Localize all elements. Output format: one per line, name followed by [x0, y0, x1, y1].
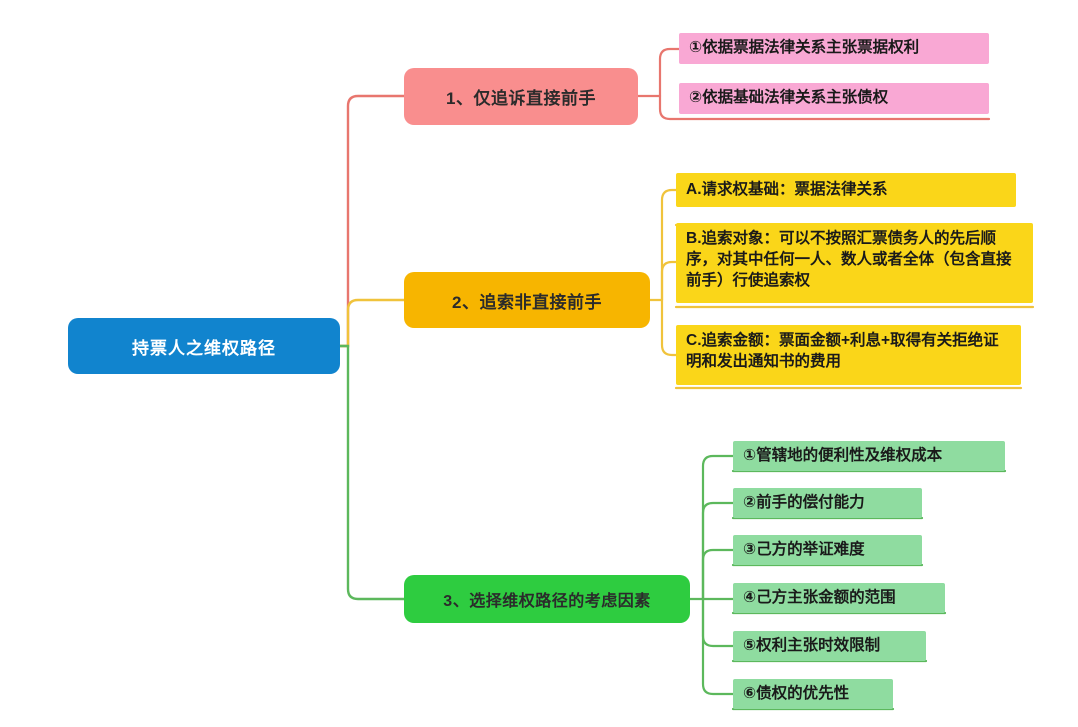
leaf-node-3-2-label: ②前手的偿付能力 — [743, 493, 865, 511]
leaf-node-3-3[interactable]: ③己方的举证难度 — [733, 535, 922, 565]
leaf-node-1-2[interactable]: ②依据基础法律关系主张债权 — [679, 83, 989, 114]
leaf-node-3-5[interactable]: ⑤权利主张时效限制 — [733, 631, 926, 661]
leaf-node-2-1-label: A.请求权基础：票据法律关系 — [686, 180, 888, 198]
leaf-node-3-2[interactable]: ②前手的偿付能力 — [733, 488, 922, 518]
leaf-node-3-3-label: ③己方的举证难度 — [743, 540, 865, 558]
branch-node-2-label: 2、追索非直接前手 — [452, 292, 602, 312]
branch-node-3-label: 3、选择维权路径的考虑因素 — [443, 593, 651, 610]
branch-node-3[interactable]: 3、选择维权路径的考虑因素 — [404, 575, 690, 623]
branch-node-1[interactable]: 1、仅追诉直接前手 — [404, 68, 638, 125]
branch-node-2[interactable]: 2、追索非直接前手 — [404, 272, 650, 328]
branch-node-1-label: 1、仅追诉直接前手 — [446, 89, 596, 108]
leaf-node-3-4-label: ④己方主张金额的范围 — [743, 588, 896, 606]
root-node-label: 持票人之维权路径 — [132, 338, 276, 358]
leaf-node-2-2-label: B.追索对象：可以不按照汇票债务人的先后顺序，对其中任何一人、数人或者全体（包含… — [686, 230, 1012, 289]
leaf-node-2-3-label: C.追索金额：票面金额+利息+取得有关拒绝证明和发出通知书的费用 — [686, 332, 999, 370]
leaf-node-1-1-label: ①依据票据法律关系主张票据权利 — [689, 39, 920, 57]
leaf-node-2-3[interactable]: C.追索金额：票面金额+利息+取得有关拒绝证明和发出通知书的费用 — [676, 325, 1021, 385]
leaf-node-1-2-label: ②依据基础法律关系主张债权 — [689, 89, 889, 107]
leaf-node-3-1-label: ①管辖地的便利性及维权成本 — [743, 446, 943, 464]
leaf-node-3-1[interactable]: ①管辖地的便利性及维权成本 — [733, 441, 1005, 471]
leaf-node-3-6[interactable]: ⑥债权的优先性 — [733, 679, 893, 709]
leaf-node-1-1[interactable]: ①依据票据法律关系主张票据权利 — [679, 33, 989, 64]
root-node[interactable]: 持票人之维权路径 — [68, 318, 340, 374]
leaf-node-3-4[interactable]: ④己方主张金额的范围 — [733, 583, 945, 613]
leaf-node-2-1[interactable]: A.请求权基础：票据法律关系 — [676, 173, 1016, 207]
leaf-node-2-2[interactable]: B.追索对象：可以不按照汇票债务人的先后顺序，对其中任何一人、数人或者全体（包含… — [676, 223, 1033, 303]
leaf-node-3-5-label: ⑤权利主张时效限制 — [743, 636, 881, 654]
leaf-node-3-6-label: ⑥债权的优先性 — [743, 684, 850, 702]
